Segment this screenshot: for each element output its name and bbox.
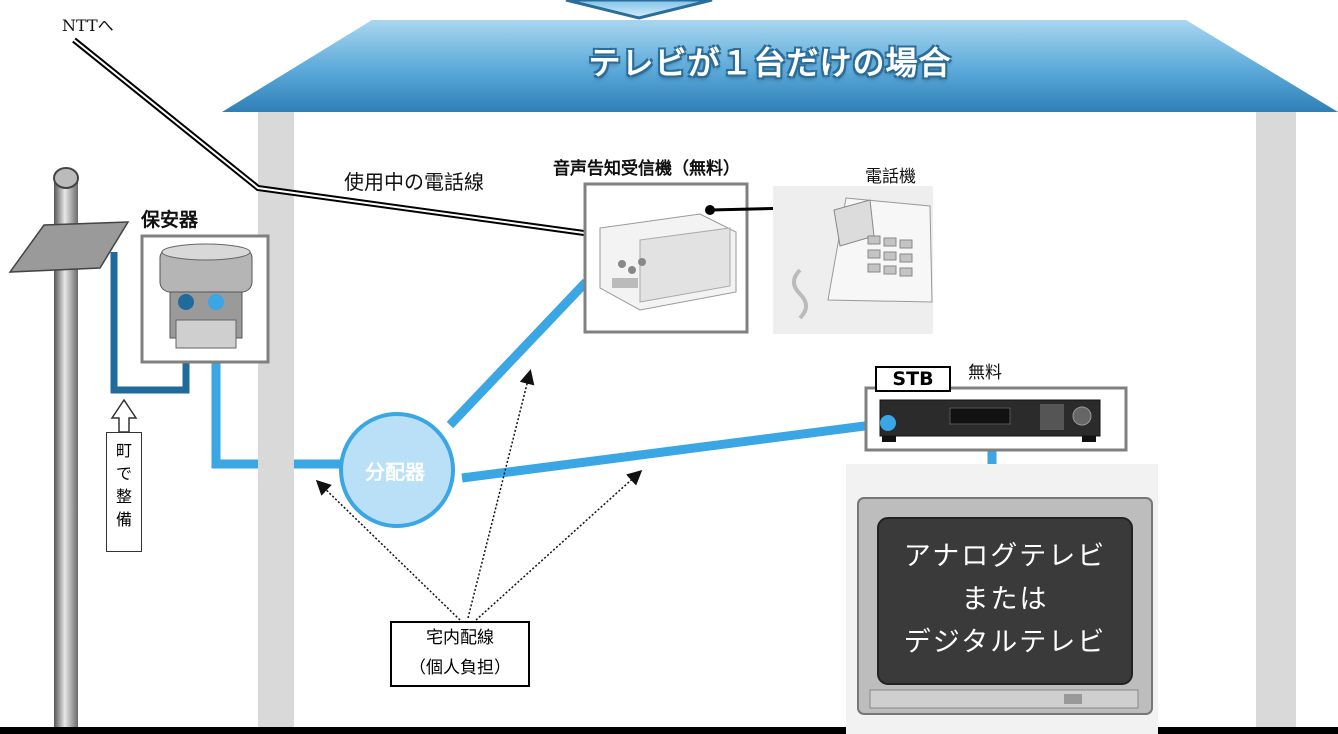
protector-device (159, 243, 253, 349)
ntt-label: NTTへ (62, 16, 114, 35)
phone-line-label: 使用中の電話線 (344, 170, 484, 194)
receiver-device (599, 213, 737, 311)
pole-cap (53, 167, 79, 189)
house-right-wall (1256, 112, 1296, 734)
cable-splitter-to-receiver (446, 278, 590, 429)
town-arrow (110, 398, 138, 433)
indoor-wiring-note: （個人負担） (409, 658, 511, 678)
telephone-label: 電話機 (865, 167, 916, 187)
roof (222, 20, 1338, 112)
tv-line: デジタルテレビ (903, 627, 1107, 658)
stb-label: STB (875, 366, 951, 392)
wiring-pointers (315, 369, 643, 621)
pole-arm (8, 221, 130, 273)
town-char: 町 (115, 441, 132, 460)
town-maintained-label: 町 で 整 備 (106, 432, 142, 552)
receiver-label: 音声告知受信機（無料） (553, 159, 740, 179)
tv-line: または (961, 584, 1049, 615)
tv-line: アナログテレビ (903, 541, 1107, 572)
telephone-device (792, 197, 933, 320)
stb-jack (880, 415, 896, 431)
television (846, 464, 1158, 734)
splitter-label: 分配器 (365, 460, 425, 484)
town-char: 備 (115, 510, 132, 529)
house-left-wall (258, 112, 294, 734)
cable-splitter-to-stb (461, 418, 889, 483)
telephone-line-inner (73, 39, 585, 234)
town-char: 整 (115, 487, 132, 506)
town-char: で (115, 464, 132, 483)
top-arrow (565, 0, 713, 20)
indoor-wiring-label: 宅内配線 （個人負担） (390, 621, 530, 687)
ground-line (0, 727, 1338, 734)
tv-screen-text: アナログテレビ または デジタルテレビ (892, 535, 1118, 664)
stb-free-label: 無料 (968, 363, 1002, 383)
diagram-title: テレビが１台だけの場合 (588, 44, 952, 82)
splitter (339, 412, 455, 528)
protector-label: 保安器 (141, 209, 199, 231)
indoor-wiring-title: 宅内配線 (426, 628, 494, 648)
stb-device (879, 399, 1101, 442)
